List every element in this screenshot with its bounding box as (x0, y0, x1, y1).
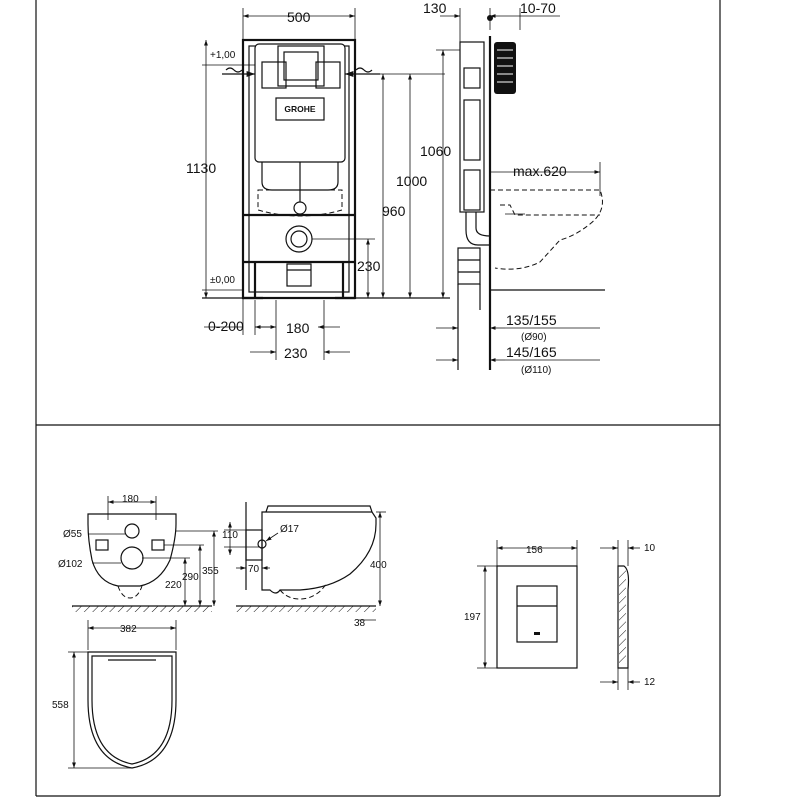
bowl-top-view (68, 620, 177, 769)
dim-d102-label: Ø102 (58, 559, 83, 570)
dim-382-label: 382 (120, 624, 137, 635)
dim-10-label: 10 (644, 543, 656, 554)
dim-10-70-label: 10-70 (520, 0, 556, 16)
dim-230-right-label: 230 (357, 258, 381, 274)
bowl-front-view (72, 496, 218, 612)
dim-290-label: 290 (182, 572, 199, 583)
dim-1130-label: 1130 (186, 160, 216, 176)
dim-d110-label: (Ø110) (521, 365, 551, 376)
dim-145-165-label: 145/165 (506, 344, 557, 360)
dims-front-bottom (204, 298, 350, 360)
side-view-frame (436, 8, 605, 370)
dim-355-label: 355 (202, 566, 219, 577)
flush-plate-front (477, 540, 578, 669)
dim-135-155-label: 135/155 (506, 312, 557, 328)
dim-220-label: 220 (165, 580, 182, 591)
flush-plate-side (600, 540, 640, 690)
dim-1060-label: 1060 (420, 143, 451, 159)
dim-12-label: 12 (644, 677, 656, 688)
dim-400-label: 400 (370, 560, 387, 571)
dim-0-200-label: 0-200 (208, 318, 244, 334)
dim-500-label: 500 (287, 9, 311, 25)
brand-logo-text: GROHE (284, 104, 316, 114)
front-view-frame: GROHE (202, 8, 450, 300)
dim-558-label: 558 (52, 700, 69, 711)
dim-1130: 1130 (186, 40, 216, 298)
level-top-label: +1,00 (210, 50, 236, 61)
dim-d90-label: (Ø90) (521, 332, 547, 343)
dim-197-label: 197 (464, 612, 481, 623)
level-floor-label: ±0,00 (210, 275, 235, 286)
dims-front-right (312, 49, 470, 298)
dim-180-label: 180 (286, 320, 310, 336)
panel-borders (35, 0, 721, 797)
dim-960-label: 960 (382, 203, 406, 219)
dim-110-label: 110 (222, 530, 238, 541)
dim-230-label: 230 (284, 345, 308, 361)
bowl-side-view (224, 502, 386, 621)
dim-180-bowl-label: 180 (122, 494, 139, 505)
dim-1000-label: 1000 (396, 173, 427, 189)
dim-38-label: 38 (354, 618, 366, 629)
dim-d17-label: Ø17 (280, 524, 299, 535)
dim-156-label: 156 (526, 545, 543, 556)
dim-70-label: 70 (248, 564, 260, 575)
dim-d55-label: Ø55 (63, 529, 82, 540)
dim-130-label: 130 (423, 0, 447, 16)
dim-max-620-label: max.620 (513, 163, 567, 179)
